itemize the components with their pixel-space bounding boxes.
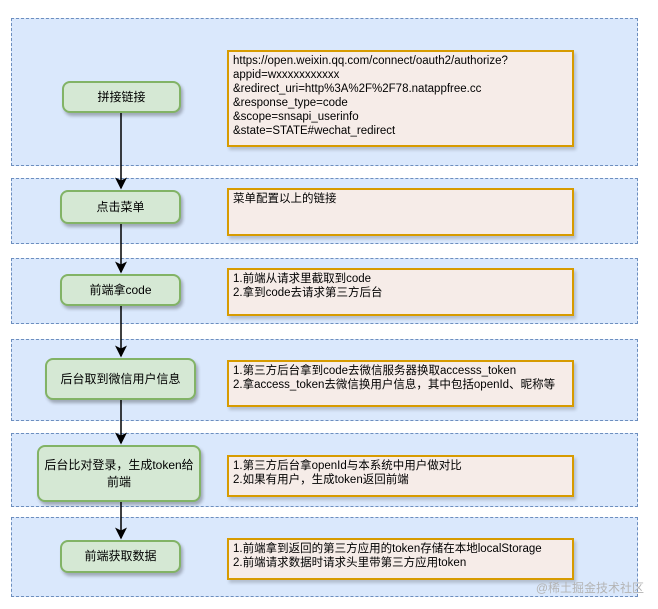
note-backend-userinfo: 1.第三方后台拿到code去微信服务器换取accesss_token 2.拿ac… bbox=[227, 360, 574, 407]
step-click-menu-label: 点击菜单 bbox=[96, 199, 145, 214]
note-backend-token: 1.第三方后台拿openId与本系统中用户做对比 2.如果有用户，生成token… bbox=[227, 455, 574, 497]
step-backend-token-label: 后台比对登录，生成token给前端 bbox=[44, 458, 194, 489]
note-frontend-data: 1.前端拿到返回的第三方应用的token存储在本地localStorage 2.… bbox=[227, 538, 574, 580]
note-auth-url: https://open.weixin.qq.com/connect/oauth… bbox=[227, 50, 574, 147]
step-backend-userinfo: 后台取到微信用户信息 bbox=[45, 358, 196, 400]
step-frontend-data-label: 前端获取数据 bbox=[84, 549, 157, 564]
step-frontend-data: 前端获取数据 bbox=[60, 540, 181, 573]
note-frontend-code: 1.前端从请求里截取到code 2.拿到code去请求第三方后台 bbox=[227, 268, 574, 316]
watermark: @稀土掘金技术社区 bbox=[535, 581, 644, 595]
step-frontend-code-label: 前端拿code bbox=[89, 282, 152, 297]
step-build-link: 拼接链接 bbox=[62, 81, 181, 113]
step-click-menu: 点击菜单 bbox=[60, 190, 181, 224]
step-backend-userinfo-label: 后台取到微信用户信息 bbox=[60, 371, 181, 386]
step-backend-token: 后台比对登录，生成token给前端 bbox=[37, 445, 201, 502]
note-menu-config: 菜单配置以上的链接 bbox=[227, 188, 574, 236]
step-frontend-code: 前端拿code bbox=[60, 274, 181, 306]
step-build-link-label: 拼接链接 bbox=[97, 89, 146, 104]
